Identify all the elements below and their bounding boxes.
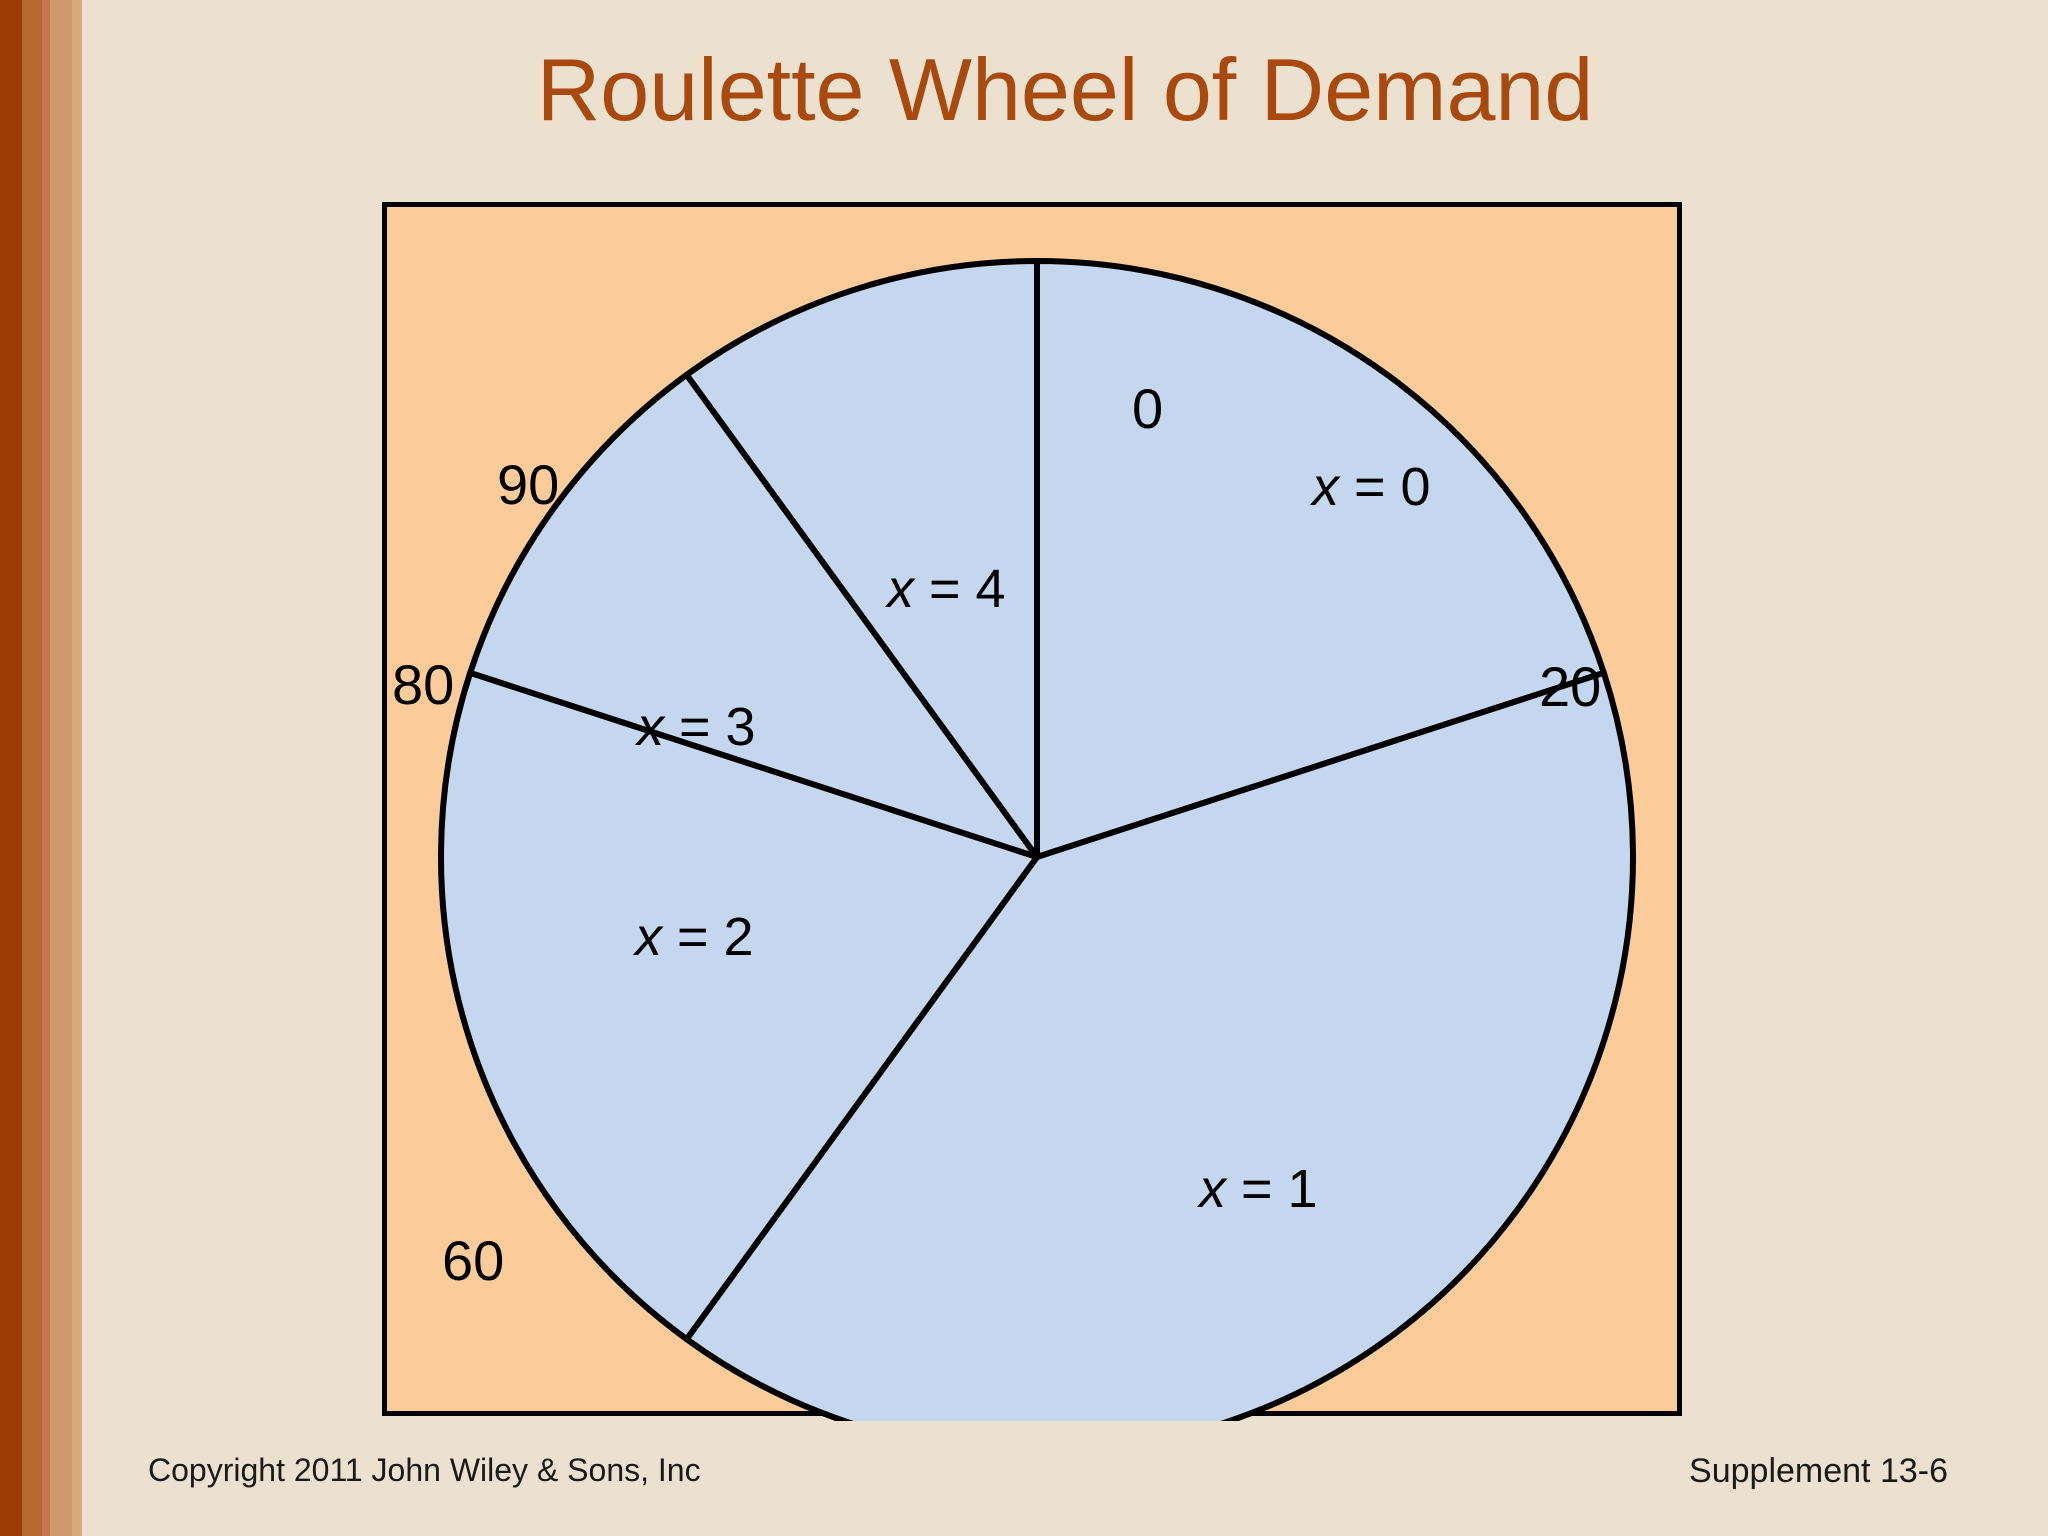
tick-80: 80 <box>392 653 455 716</box>
stripe-medium-brown <box>22 0 42 1536</box>
pie-slice-4[interactable] <box>683 258 1040 860</box>
pie-slice-3[interactable] <box>467 371 1040 860</box>
stripe-dark-brown <box>0 0 22 1536</box>
pie-slice-label-0: x = 0 <box>1309 457 1431 517</box>
pie-slice-label-1: x = 1 <box>1196 1159 1318 1219</box>
pie-chart: x = 0 x = 1 x = 2 x = 3 x = 4 <box>438 258 1636 1421</box>
page-title: Roulette Wheel of Demand <box>536 40 1594 139</box>
pie-label-group: x = 0 x = 1 x = 2 x = 3 x = 4 <box>632 457 1431 1219</box>
stripe-tan <box>50 0 72 1536</box>
tick-90: 90 <box>497 453 560 516</box>
stripe-light-brown <box>42 0 50 1536</box>
footer-copyright: Copyright 2011 John Wiley & Sons, Inc <box>148 1452 701 1488</box>
pie-slice-2[interactable] <box>438 669 1040 1343</box>
chart-panel: x = 0 x = 1 x = 2 x = 3 x = 4 0 20 60 80 90 <box>382 202 1682 1421</box>
tick-0: 0 <box>1132 377 1164 440</box>
pie-slice-1[interactable] <box>683 669 1636 1421</box>
pie-slice-label-4: x = 4 <box>884 559 1006 619</box>
stripe-pale-tan <box>72 0 82 1536</box>
tick-20: 20 <box>1539 655 1602 718</box>
pie-slice-label-3: x = 3 <box>634 697 756 757</box>
pie-slice-0[interactable] <box>1034 258 1607 860</box>
left-decorative-band <box>0 0 82 1536</box>
tick-60: 60 <box>442 1229 505 1292</box>
pie-slice-group <box>438 258 1636 1421</box>
footer-supplement: Supplement 13-6 <box>1689 1452 1948 1490</box>
pie-slice-label-2: x = 2 <box>632 907 754 967</box>
